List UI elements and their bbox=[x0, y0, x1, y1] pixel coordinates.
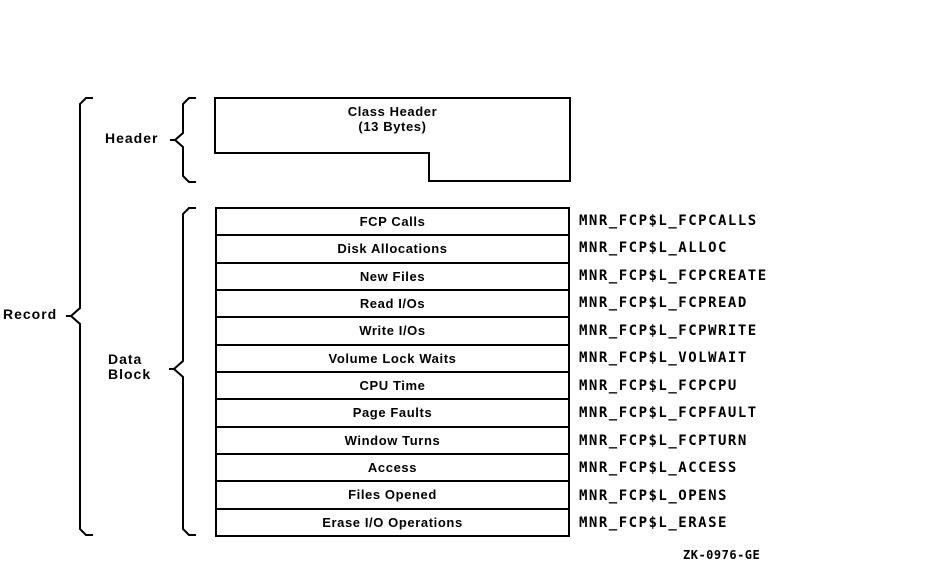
header-brace bbox=[170, 97, 196, 183]
field-label: Files Opened bbox=[348, 487, 437, 503]
symbol-label: MNR_FCP$L_ERASE bbox=[579, 515, 728, 532]
symbol-label: MNR_FCP$L_FCPFAULT bbox=[579, 405, 758, 422]
symbol-label: MNR_FCP$L_FCPCALLS bbox=[579, 212, 758, 229]
class-header-box bbox=[214, 97, 571, 182]
data-block-table: FCP Calls Disk Allocations New Files Rea… bbox=[215, 207, 570, 537]
symbol-name-column: MNR_FCP$L_FCPCALLS MNR_FCP$L_ALLOC MNR_F… bbox=[579, 207, 909, 537]
field-label: CPU Time bbox=[359, 378, 426, 394]
data-block-label: Data Block bbox=[108, 352, 151, 382]
class-header-box-label: Class Header (13 Bytes) bbox=[215, 104, 570, 134]
data-block-brace bbox=[169, 207, 196, 536]
class-header-line2: (13 Bytes) bbox=[358, 119, 427, 134]
table-row-page-faults: Page Faults bbox=[217, 400, 568, 428]
table-row-read-ios: Read I/Os bbox=[217, 291, 568, 319]
field-label: Disk Allocations bbox=[337, 241, 448, 257]
table-row-new-files: New Files bbox=[217, 264, 568, 291]
field-label: Window Turns bbox=[344, 432, 441, 448]
data-block-label-line2: Block bbox=[108, 366, 152, 382]
table-row-window-turns: Window Turns bbox=[217, 428, 568, 455]
field-label: Write I/Os bbox=[359, 323, 426, 339]
table-row-cpu-time: CPU Time bbox=[217, 373, 568, 401]
symbol-label: MNR_FCP$L_FCPTURN bbox=[579, 432, 748, 449]
symbol-label: MNR_FCP$L_FCPWRITE bbox=[579, 322, 758, 339]
table-row-files-opened: Files Opened bbox=[217, 482, 568, 510]
field-label: FCP Calls bbox=[359, 214, 426, 230]
symbol-label: MNR_FCP$L_VOLWAIT bbox=[579, 350, 748, 367]
field-label: New Files bbox=[359, 268, 426, 284]
table-row-write-ios: Write I/Os bbox=[217, 318, 568, 346]
symbol-label: MNR_FCP$L_OPENS bbox=[579, 487, 728, 504]
symbol-label: MNR_FCP$L_FCPCREATE bbox=[579, 267, 768, 284]
record-label: Record bbox=[3, 306, 58, 322]
record-brace bbox=[66, 97, 93, 536]
symbol-label: MNR_FCP$L_ACCESS bbox=[579, 460, 738, 477]
symbol-label: MNR_FCP$L_FCPREAD bbox=[579, 295, 748, 312]
symbol-label: MNR_FCP$L_FCPCPU bbox=[579, 377, 738, 394]
header-label: Header bbox=[105, 130, 159, 146]
field-label: Volume Lock Waits bbox=[328, 350, 457, 366]
table-row-disk-allocations: Disk Allocations bbox=[217, 236, 568, 264]
table-row-volume-lock-waits: Volume Lock Waits bbox=[217, 346, 568, 373]
field-label: Erase I/O Operations bbox=[322, 514, 463, 530]
field-label: Page Faults bbox=[352, 405, 433, 421]
figure-code: ZK-0976-GE bbox=[683, 548, 761, 562]
table-row-erase-io-operations: Erase I/O Operations bbox=[217, 510, 568, 535]
table-row-access: Access bbox=[217, 455, 568, 483]
symbol-label: MNR_FCP$L_ALLOC bbox=[579, 240, 728, 257]
class-header-line1: Class Header bbox=[347, 104, 438, 119]
table-row-fcp-calls: FCP Calls bbox=[217, 209, 568, 237]
field-label: Read I/Os bbox=[359, 296, 426, 312]
data-block-label-line1: Data bbox=[108, 351, 143, 367]
field-label: Access bbox=[367, 460, 418, 476]
